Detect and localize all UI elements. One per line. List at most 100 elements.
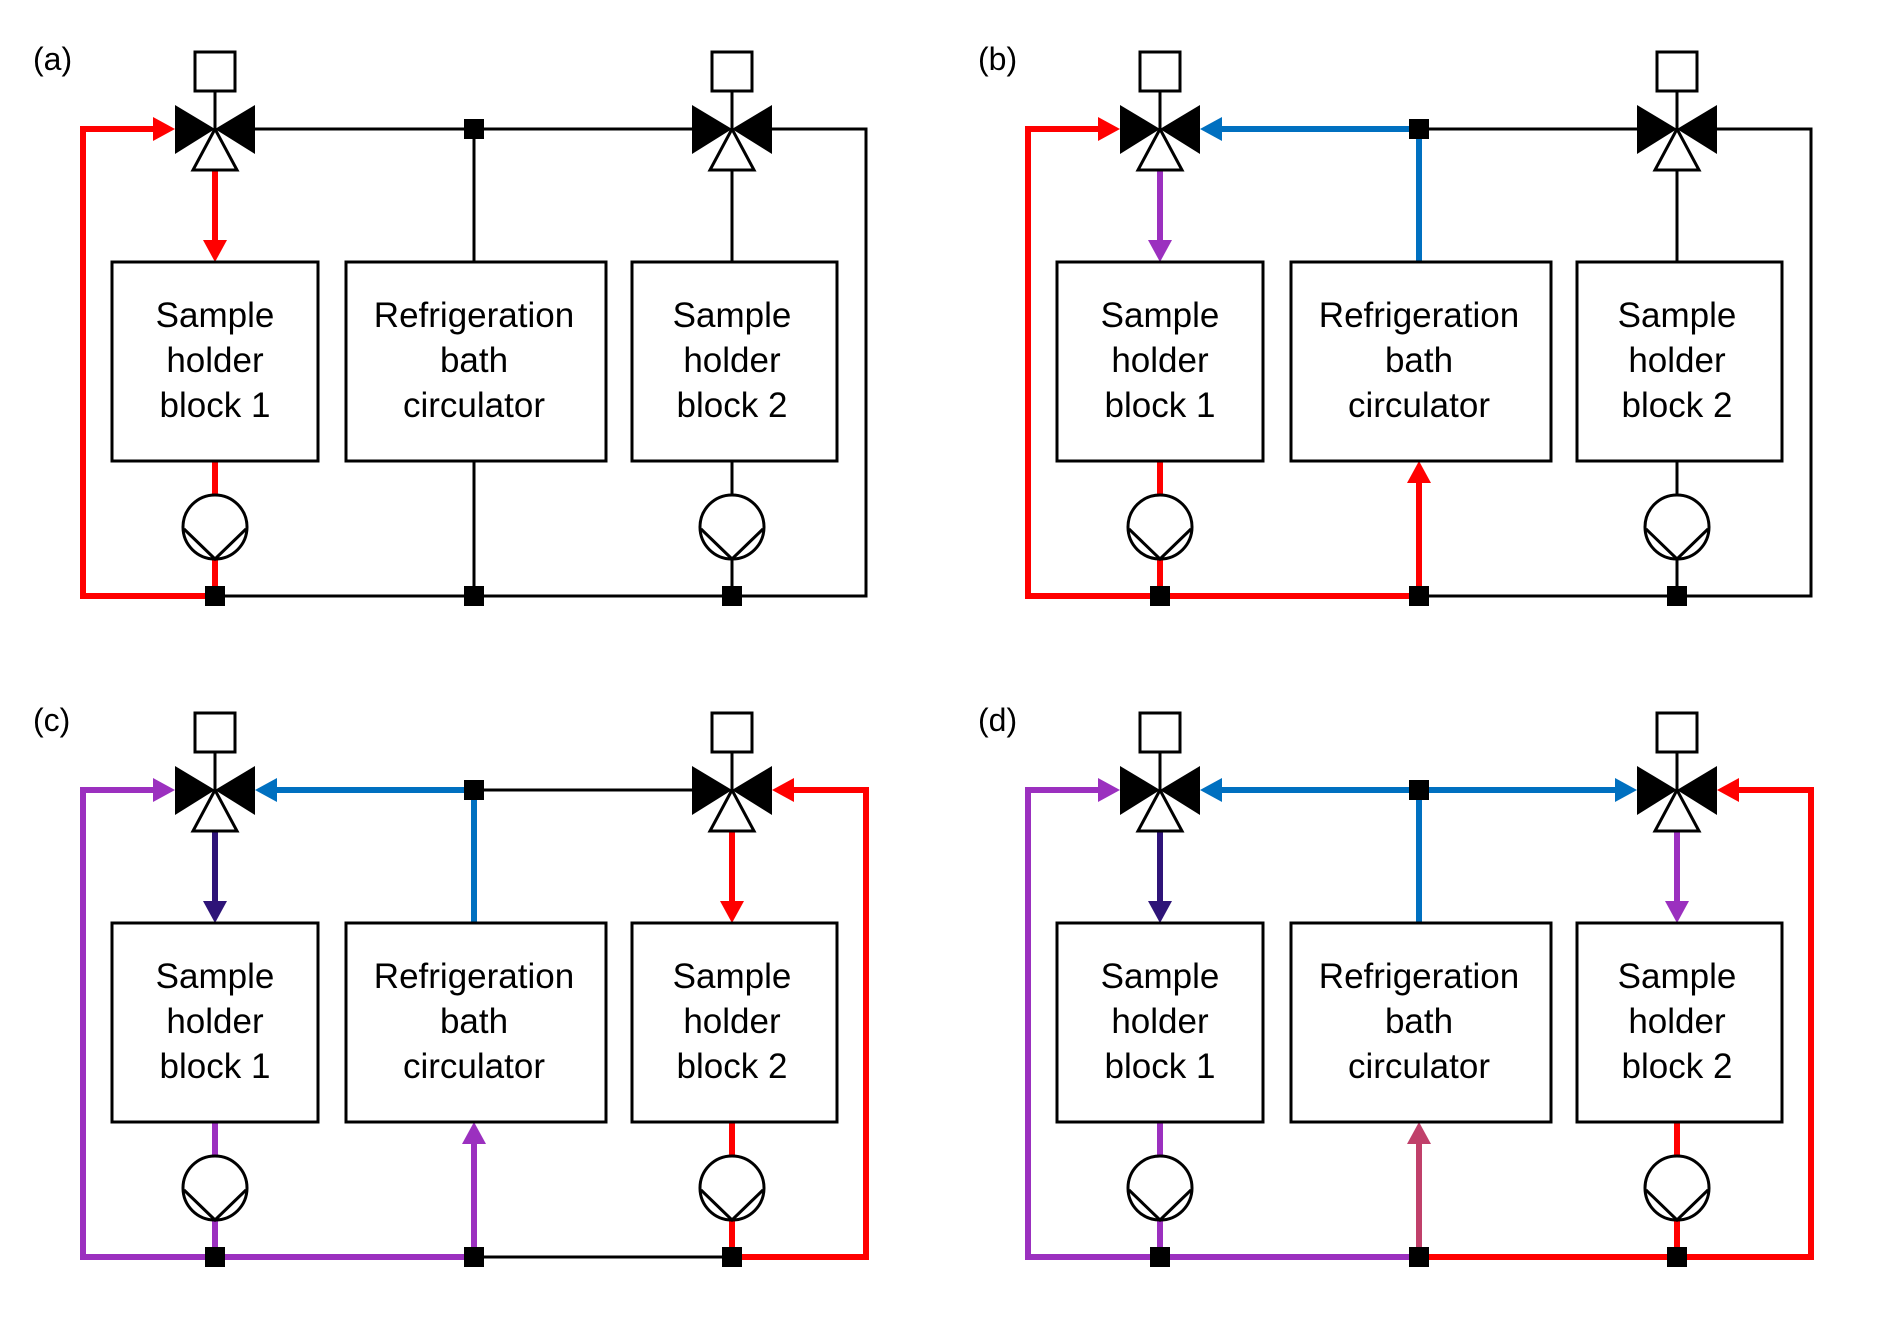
sample-holder-block-1-box bbox=[1055, 921, 1265, 1124]
pipe-right-loop bbox=[732, 778, 869, 1260]
pipe-right-loop-arrowhead-icon bbox=[1717, 778, 1739, 802]
pump-direction-icon bbox=[1644, 1188, 1710, 1223]
sample-holder-block-1-label-line: block 1 bbox=[160, 1047, 271, 1086]
sample-holder-block-2-box bbox=[630, 260, 839, 463]
refrigeration-bath-circulator-label-line: bath bbox=[440, 341, 508, 380]
valve-port-right-icon bbox=[732, 105, 772, 154]
sample-holder-block-1-label-line: holder bbox=[166, 341, 264, 380]
pump-direction-icon bbox=[1127, 1188, 1193, 1223]
three-way-valve-2 bbox=[1637, 50, 1717, 172]
pipe-right-loop bbox=[1677, 127, 1813, 598]
pipe-left-loop-arrowhead-icon bbox=[1098, 778, 1120, 802]
valve-port-bottom-icon bbox=[1135, 786, 1185, 833]
pipe-valve2-to-block2 bbox=[720, 832, 744, 923]
junction-node bbox=[464, 586, 484, 606]
pipe-top-left bbox=[1200, 778, 1419, 802]
junction-node bbox=[722, 586, 742, 606]
junction-node bbox=[1409, 780, 1429, 800]
sample-holder-block-1-label-line: holder bbox=[166, 1002, 264, 1041]
pipe-valve2-to-block2-arrowhead-icon bbox=[720, 901, 744, 923]
pipe-left-loop-line bbox=[80, 126, 215, 599]
panel-label: (b) bbox=[978, 41, 1017, 77]
valve-port-right-icon bbox=[1677, 766, 1717, 815]
pipe-circulator-in bbox=[1407, 1122, 1431, 1257]
sample-holder-block-2-label-line: block 2 bbox=[677, 386, 788, 425]
pipe-top-left bbox=[255, 778, 474, 802]
sample-holder-block-2-label-line: holder bbox=[683, 341, 781, 380]
three-way-valve-2 bbox=[692, 711, 772, 833]
valve-port-left-icon bbox=[1120, 105, 1160, 154]
pump-icon bbox=[1126, 1154, 1194, 1222]
pump-direction-icon bbox=[1127, 527, 1193, 562]
sample-holder-block-1-label-line: Sample bbox=[1101, 296, 1220, 335]
valve-port-bottom-icon bbox=[1135, 125, 1185, 172]
pump-icon bbox=[181, 1154, 249, 1222]
pump-icon bbox=[698, 493, 766, 561]
three-way-valve-1 bbox=[1120, 50, 1200, 172]
pipe-valve1-to-block1-arrowhead-icon bbox=[1148, 901, 1172, 923]
pipe-left-loop bbox=[1025, 778, 1160, 1260]
pump-icon bbox=[1643, 493, 1711, 561]
panel-label: (d) bbox=[978, 702, 1017, 738]
pipe-valve1-to-block1 bbox=[203, 832, 227, 923]
valve-actuator-icon bbox=[1138, 711, 1182, 754]
pipe-top-left-arrowhead-icon bbox=[255, 778, 277, 802]
refrigeration-bath-circulator-label-line: bath bbox=[1385, 1002, 1453, 1041]
junction-node bbox=[1150, 586, 1170, 606]
junction-node bbox=[1409, 586, 1429, 606]
three-way-valve-2 bbox=[1637, 711, 1717, 833]
pipe-circulator-in bbox=[1407, 461, 1431, 596]
sample-holder-block-2-box bbox=[1575, 260, 1784, 463]
valve-port-right-icon bbox=[1677, 105, 1717, 154]
valve-port-bottom-icon bbox=[1652, 786, 1702, 833]
refrigeration-bath-circulator-box bbox=[1289, 921, 1553, 1124]
pipe-right-loop-line bbox=[732, 787, 869, 1260]
refrigeration-bath-circulator-label-line: Refrigeration bbox=[374, 957, 574, 996]
junction-node bbox=[1667, 586, 1687, 606]
valve-port-left-icon bbox=[1120, 766, 1160, 815]
pump-direction-icon bbox=[182, 1188, 248, 1223]
sample-holder-block-2-label-line: Sample bbox=[673, 296, 792, 335]
sample-holder-block-2-box bbox=[630, 921, 839, 1124]
three-way-valve-1 bbox=[175, 711, 255, 833]
pump-direction-icon bbox=[699, 527, 765, 562]
sample-holder-block-2-label-line: holder bbox=[1628, 341, 1726, 380]
pump-icon bbox=[698, 1154, 766, 1222]
sample-holder-block-1-label-line: block 1 bbox=[160, 386, 271, 425]
pump-2 bbox=[1643, 493, 1711, 562]
valve-actuator-icon bbox=[1655, 50, 1699, 93]
valve-port-left-icon bbox=[175, 766, 215, 815]
junction-node bbox=[722, 1247, 742, 1267]
pipe-top-right-arrowhead-icon bbox=[1615, 778, 1637, 802]
valve-port-left-icon bbox=[175, 105, 215, 154]
refrigeration-bath-circulator-label-line: Refrigeration bbox=[374, 296, 574, 335]
sample-holder-block-1-box bbox=[1055, 260, 1265, 463]
pipe-valve1-to-block1-arrowhead-icon bbox=[203, 901, 227, 923]
valve-port-left-icon bbox=[692, 105, 732, 154]
pipe-top-left-arrowhead-icon bbox=[1200, 778, 1222, 802]
sample-holder-block-1-box bbox=[110, 260, 320, 463]
refrigeration-bath-circulator-box bbox=[1289, 260, 1553, 463]
valve-actuator-icon bbox=[1138, 50, 1182, 93]
valve-port-bottom-icon bbox=[707, 125, 757, 172]
pipe-left-loop-arrowhead-icon bbox=[153, 117, 175, 141]
pipe-right-loop-line bbox=[1677, 787, 1814, 1260]
junction-node bbox=[205, 1247, 225, 1267]
pump-icon bbox=[1126, 493, 1194, 561]
pipe-left-loop-line bbox=[1025, 126, 1160, 599]
pipe-circulator-in-arrowhead-icon bbox=[1407, 461, 1431, 483]
pipe-circulator-in-arrowhead-icon bbox=[462, 1122, 486, 1144]
pipe-valve1-to-block1-arrowhead-icon bbox=[203, 240, 227, 262]
junction-node bbox=[464, 1247, 484, 1267]
pipe-valve2-to-block2 bbox=[1665, 832, 1689, 923]
junction-node bbox=[1667, 1247, 1687, 1267]
